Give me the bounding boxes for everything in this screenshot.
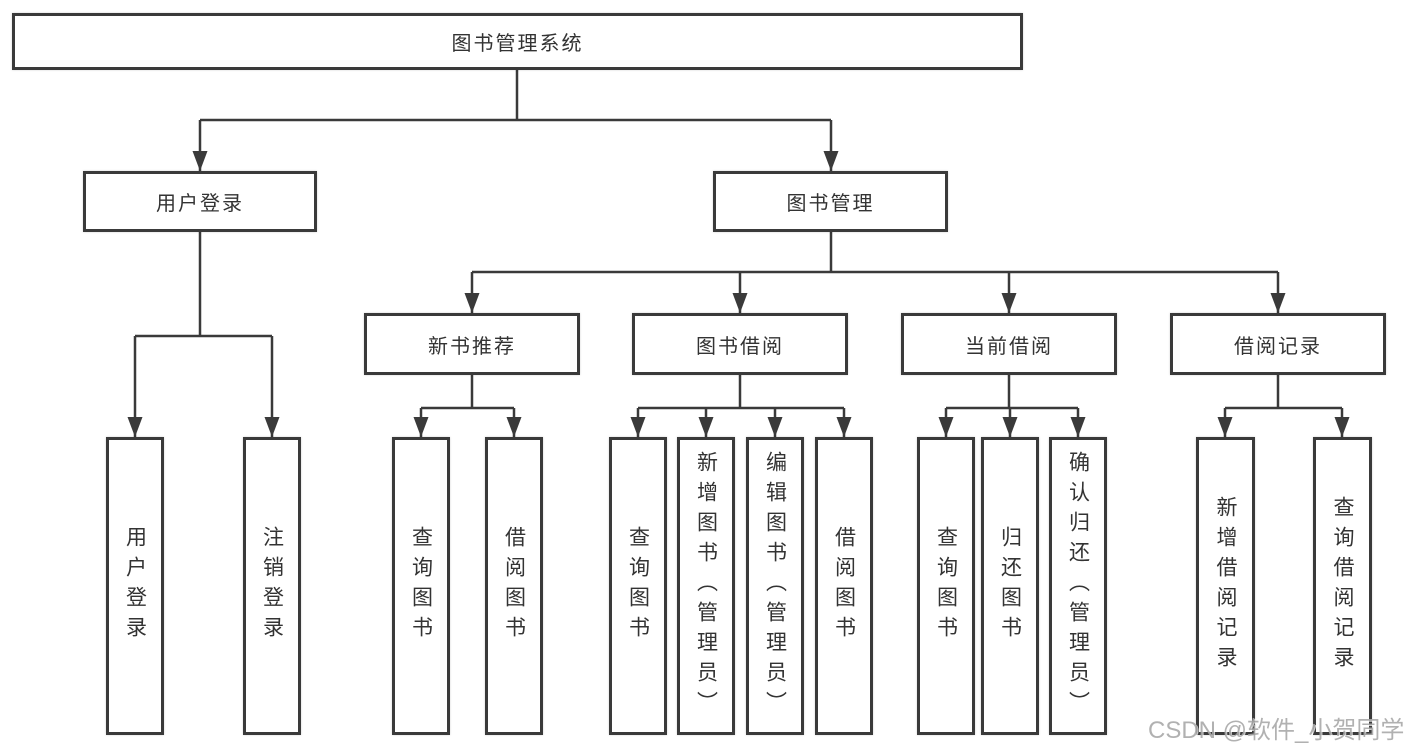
leaf-label: 查询图书 <box>626 526 650 646</box>
node-label: 新书推荐 <box>428 335 516 358</box>
tree-edges <box>133 70 1344 437</box>
leaf-label: 用户登录 <box>123 526 147 646</box>
leaf-label: 归还图书 <box>998 526 1022 646</box>
leaf-query-borrow-record: 查询借阅记录 <box>1313 437 1372 735</box>
leaf-label: 查询图书 <box>934 526 958 646</box>
csdn-watermark: CSDN @软件_小贺同学 <box>1148 717 1405 744</box>
node-label: 借阅记录 <box>1234 335 1322 358</box>
leaf-label: 编辑图书（管理员） <box>763 451 787 721</box>
node-label: 图书借阅 <box>696 335 784 358</box>
leaf-logout: 注销登录 <box>243 437 301 735</box>
leaf-label: 新增借阅记录 <box>1214 496 1237 676</box>
leaf-label: 确认归还（管理员） <box>1066 451 1090 721</box>
leaf-label: 注销登录 <box>260 526 284 646</box>
node-label: 图书管理 <box>786 193 875 215</box>
leaf-label: 新增图书（管理员） <box>694 451 718 721</box>
node-library-management-system: 图书管理系统 <box>12 13 1023 70</box>
node-label: 当前借阅 <box>965 335 1053 358</box>
node-current-borrowing: 当前借阅 <box>901 313 1117 375</box>
node-borrowing-records: 借阅记录 <box>1170 313 1386 375</box>
leaf-borrow-query-books: 查询图书 <box>609 437 667 735</box>
leaf-confirm-return-admin: 确认归还（管理员） <box>1049 437 1107 735</box>
node-book-borrowing: 图书借阅 <box>632 313 848 375</box>
leaf-edit-books-admin: 编辑图书（管理员） <box>746 437 804 735</box>
leaf-borrow-books: 借阅图书 <box>815 437 873 735</box>
leaf-label: 借阅图书 <box>502 526 526 646</box>
leaf-add-borrow-record: 新增借阅记录 <box>1196 437 1255 735</box>
leaf-return-books: 归还图书 <box>981 437 1039 735</box>
node-new-book-recommendation: 新书推荐 <box>364 313 580 375</box>
node-label: 图书管理系统 <box>451 33 584 55</box>
leaf-current-query-books: 查询图书 <box>917 437 975 735</box>
leaf-label: 查询图书 <box>409 526 433 646</box>
node-book-management: 图书管理 <box>713 171 948 232</box>
node-label: 用户登录 <box>156 193 244 215</box>
leaf-label: 查询借阅记录 <box>1331 496 1354 676</box>
leaf-label: 借阅图书 <box>832 526 856 646</box>
leaf-newbooks-borrow-books: 借阅图书 <box>485 437 543 735</box>
leaf-add-books-admin: 新增图书（管理员） <box>677 437 735 735</box>
leaf-user-login: 用户登录 <box>106 437 164 735</box>
leaf-newbooks-query-books: 查询图书 <box>392 437 450 735</box>
node-user-login: 用户登录 <box>83 171 317 232</box>
